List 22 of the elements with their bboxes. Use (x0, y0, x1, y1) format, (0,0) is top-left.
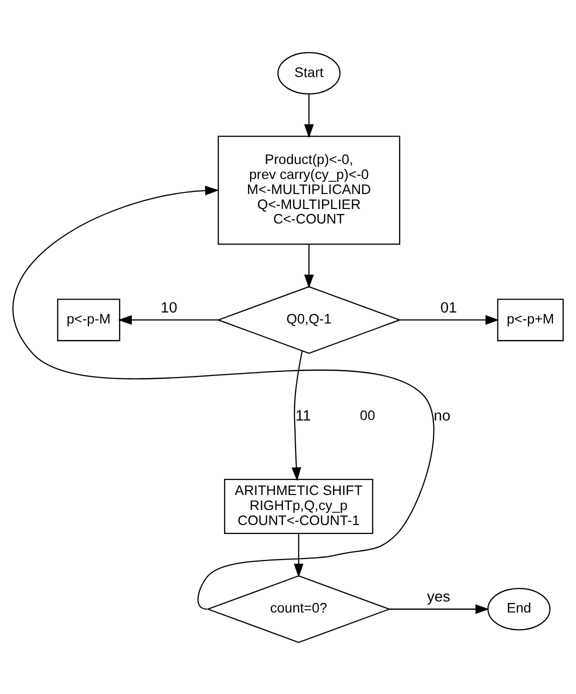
arrow (400, 314, 500, 324)
node-box: Product(p)<-0, prev carry(cy_p)<-0 M<-MULTIPLICAND Q<-MULTIPLIER C<-COUNT (218, 135, 400, 244)
arrow (294, 532, 304, 577)
arrow (13, 185, 434, 610)
edge-label: 11 (295, 408, 311, 424)
node-box: p<-p-M (57, 298, 120, 341)
node-ellipse: Start (277, 52, 341, 94)
arrow (118, 314, 218, 324)
arrow (304, 244, 314, 288)
arrow (390, 604, 490, 614)
edge-label: 10 (160, 300, 178, 316)
node-diamond: count=0? (206, 574, 391, 643)
arrow (304, 94, 314, 138)
label: 00 (360, 407, 376, 422)
edge-label: yes (427, 589, 450, 606)
arrow (292, 350, 303, 481)
node-ellipse: End (487, 587, 551, 630)
node-box: p<-p+M (497, 298, 564, 341)
edge-label: no (434, 408, 450, 424)
node-box: ARITHMETIC SHIFT RIGHTp,Q,cy_p COUNT<-COUNT-1 (224, 478, 374, 534)
edge-label: 01 (440, 300, 457, 316)
node-diamond: Q0,Q-1 (216, 286, 402, 354)
